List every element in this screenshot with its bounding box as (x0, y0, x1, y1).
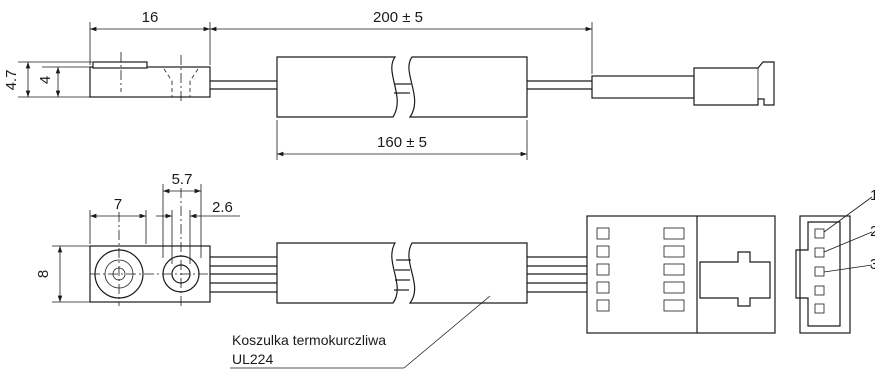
sensor-top-body (89, 188, 216, 306)
cable-segment-left (210, 80, 277, 90)
pin-label-2: 2 (870, 223, 875, 240)
dim-sleeve-length: 160 ± 5 (276, 120, 528, 160)
dim-hole1-label: 7 (114, 196, 122, 213)
bottom-view: 1 2 3 7 5.7 2.6 (35, 171, 875, 369)
dim-hole2: 2.6 (156, 199, 240, 264)
dim-sensor-length-label: 16 (142, 9, 159, 26)
connector-end-view: 1 2 3 (795, 187, 875, 334)
top-view: 16 200 ± 5 160 ± 5 4.7 4 (3, 9, 775, 160)
dim-total-cable-label: 200 ± 5 (373, 9, 423, 26)
connector-side (693, 61, 775, 106)
pin-label-3: 3 (870, 256, 875, 273)
dim-hole2-label: 2.6 (212, 199, 233, 216)
wires-left (210, 256, 277, 293)
dim-total-cable: 200 ± 5 (210, 9, 593, 74)
sleeve-note: Koszulka termokurczliwa UL224 (230, 295, 491, 369)
dim-hole-spacing: 5.7 (162, 171, 202, 258)
wires-right (527, 256, 587, 293)
dim-hole1: 7 (89, 196, 147, 244)
dim-hole-spacing-label: 5.7 (172, 171, 193, 188)
dim-height-outer: 4.7 (3, 61, 92, 98)
dim-height-inner: 4 (37, 66, 90, 97)
sleeve-note-line1: Koszulka termokurczliwa (232, 332, 386, 348)
connector-top (586, 215, 776, 334)
dim-width: 8 (35, 245, 90, 303)
dim-sensor-length: 16 (89, 9, 211, 65)
sensor-side-body (89, 52, 211, 104)
sleeve-note-line2: UL224 (232, 351, 273, 367)
dim-width-label: 8 (35, 270, 52, 278)
cable-segment-right (527, 75, 695, 99)
pin-label-1: 1 (870, 187, 875, 204)
dim-height-outer-label: 4.7 (3, 70, 20, 91)
dim-height-inner-label: 4 (37, 76, 54, 84)
dim-sleeve-length-label: 160 ± 5 (377, 134, 427, 151)
heat-shrink-sleeve-top (276, 242, 528, 304)
heat-shrink-sleeve-side (276, 56, 528, 118)
